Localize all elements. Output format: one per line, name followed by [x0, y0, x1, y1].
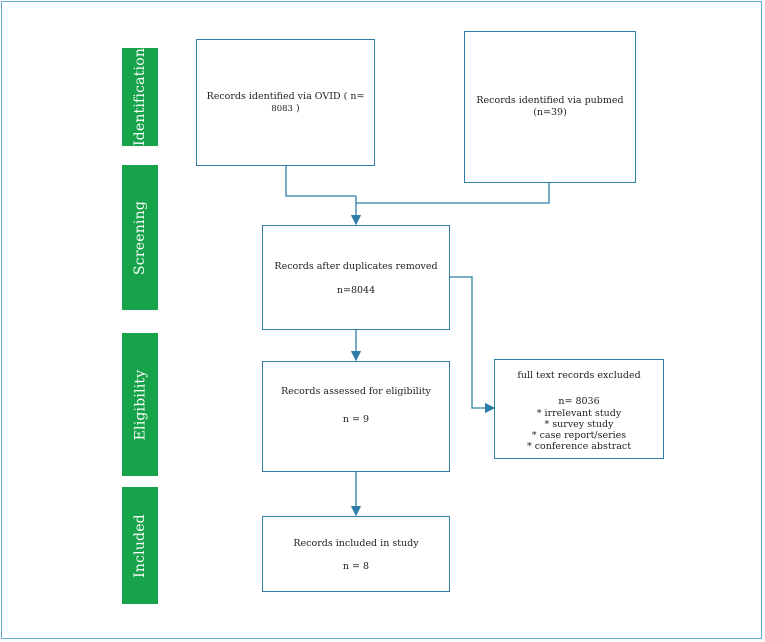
- duplicates-removed-label: Records after duplicates removed: [274, 261, 438, 272]
- eligibility-assessed-box: Records assessed for eligibility n = 9: [262, 361, 450, 472]
- duplicates-removed-box: Records after duplicates removed n=8044: [262, 225, 450, 330]
- duplicates-removed-count: n=8044: [336, 285, 376, 296]
- arrow-to-excluded: [449, 276, 496, 414]
- ovid-records-close: ): [295, 102, 300, 114]
- excluded-records-box: full text records excluded n= 8036 * irr…: [494, 359, 664, 459]
- ovid-records-count: 8083: [271, 103, 293, 114]
- ovid-records-box: Records identified via OVID ( n= 8083 ): [196, 39, 375, 166]
- connector-ovid-merge: [285, 165, 356, 197]
- eligibility-assessed-count: n = 9: [342, 414, 370, 425]
- stage-included: Included: [122, 487, 158, 604]
- stage-screening: Screening: [122, 165, 158, 310]
- included-study-box: Records included in study n = 8: [262, 516, 450, 592]
- excluded-reason-item: * irrelevant study: [536, 408, 622, 419]
- excluded-reason-item: * survey study: [544, 419, 614, 430]
- ovid-records-label: Records identified via OVID ( n=: [206, 90, 365, 102]
- included-study-label: Records included in study: [293, 538, 419, 549]
- excluded-reason-item: * conference abstract: [526, 441, 632, 452]
- pubmed-records-label: Records identified via pubmed (n=39): [476, 95, 624, 118]
- included-study-count: n = 8: [342, 561, 370, 572]
- excluded-records-count: n= 8036: [558, 396, 600, 407]
- excluded-reason-item: * case report/series: [531, 430, 627, 441]
- stage-identification: Identification: [122, 48, 158, 146]
- pubmed-records-box: Records identified via pubmed (n=39): [464, 31, 636, 183]
- excluded-records-title: full text records excluded: [517, 370, 641, 381]
- connector-pubmed-merge: [356, 182, 550, 204]
- stage-eligibility: Eligibility: [122, 333, 158, 476]
- eligibility-assessed-label: Records assessed for eligibility: [281, 386, 431, 397]
